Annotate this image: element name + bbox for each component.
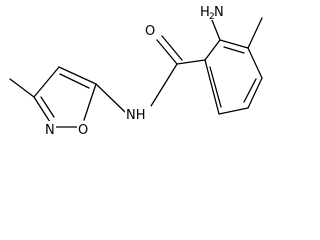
bond-carbonyl-nh: [150, 63, 178, 107]
amine-n: N: [214, 5, 224, 20]
isoxazole-inner-bond-1: [59, 73, 90, 89]
bond-c4-c3: [33, 66, 60, 98]
atom-label-amine: H 2 N: [199, 3, 224, 22]
amine-subscript: 2: [209, 12, 215, 22]
bond-c3-c4: [247, 47, 263, 79]
benzene-ring: [204, 39, 263, 115]
aromatic-inner-bond-1: [223, 46, 245, 54]
amine-h: H: [200, 5, 210, 20]
atom-label-ring-oxygen: O: [77, 121, 90, 138]
aromatic-inner-bond-3: [209, 66, 222, 108]
bond-isoxazole-methyl: [9, 78, 35, 98]
bond-o-c5: [83, 83, 97, 121]
chemical-structure-diagram: H 2 N O NH N O: [9, 3, 263, 138]
bond-c5-c6: [218, 107, 249, 115]
bond-ring-amine: [211, 19, 221, 41]
bond-nh-isoxazole: [95, 83, 126, 113]
bond-c5-c4: [58, 66, 97, 85]
carbonyl-oxygen: O: [145, 24, 155, 39]
carbonyl-double-bond-a: [156, 39, 178, 65]
atom-label-ring-nitrogen: N: [44, 121, 56, 138]
bond-c3-n: [33, 96, 51, 123]
bond-ring-methyl: [247, 17, 263, 49]
bond-c6-c1: [204, 59, 220, 115]
isoxazole-inner-bond-2: [40, 96, 55, 118]
ring-oxygen: O: [78, 123, 88, 138]
carbonyl-double-bond-b: [161, 35, 183, 61]
bond-ring-carbonyl: [176, 59, 206, 65]
bond-c2-c3: [219, 39, 249, 49]
atom-label-amide-nh: NH: [125, 106, 151, 123]
ring-nitrogen: N: [45, 123, 55, 138]
bond-c4-c5: [247, 77, 263, 109]
atom-label-carbonyl-oxygen: O: [144, 22, 157, 39]
aromatic-inner-bond-2: [243, 78, 257, 103]
amide-nh: NH: [126, 108, 146, 123]
isoxazole-ring: [33, 66, 97, 128]
bond-c1-c2: [204, 39, 221, 61]
